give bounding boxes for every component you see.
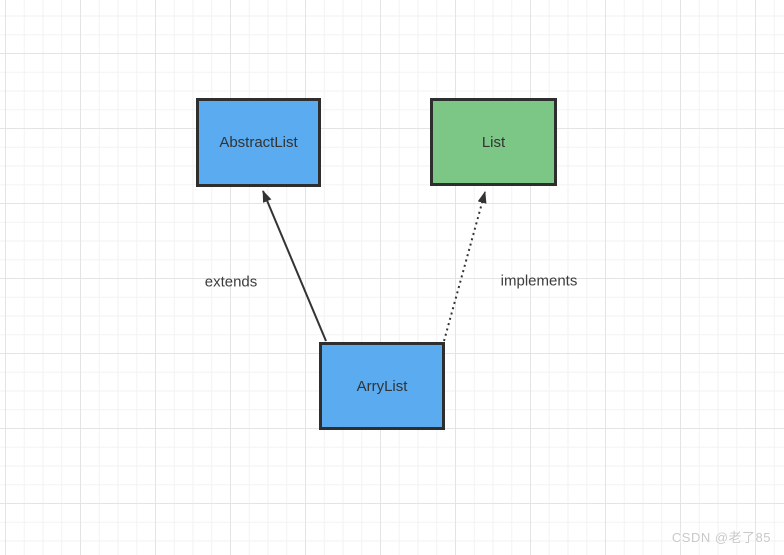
edge-label-extends[interactable]: extends xyxy=(204,273,258,291)
watermark: CSDN @老了85 xyxy=(671,530,771,545)
node-abstractlist[interactable]: AbstractList xyxy=(196,98,321,187)
node-arrylist[interactable]: ArryList xyxy=(319,342,445,430)
extends-arrow[interactable] xyxy=(262,190,327,342)
implements-arrow[interactable] xyxy=(443,191,487,342)
node-abstractlist-label: AbstractList xyxy=(219,134,298,151)
edge-label-implements[interactable]: implements xyxy=(500,272,578,290)
node-list[interactable]: List xyxy=(430,98,557,186)
node-list-label: List xyxy=(481,133,506,151)
node-arrylist-label: ArryList xyxy=(356,377,408,395)
